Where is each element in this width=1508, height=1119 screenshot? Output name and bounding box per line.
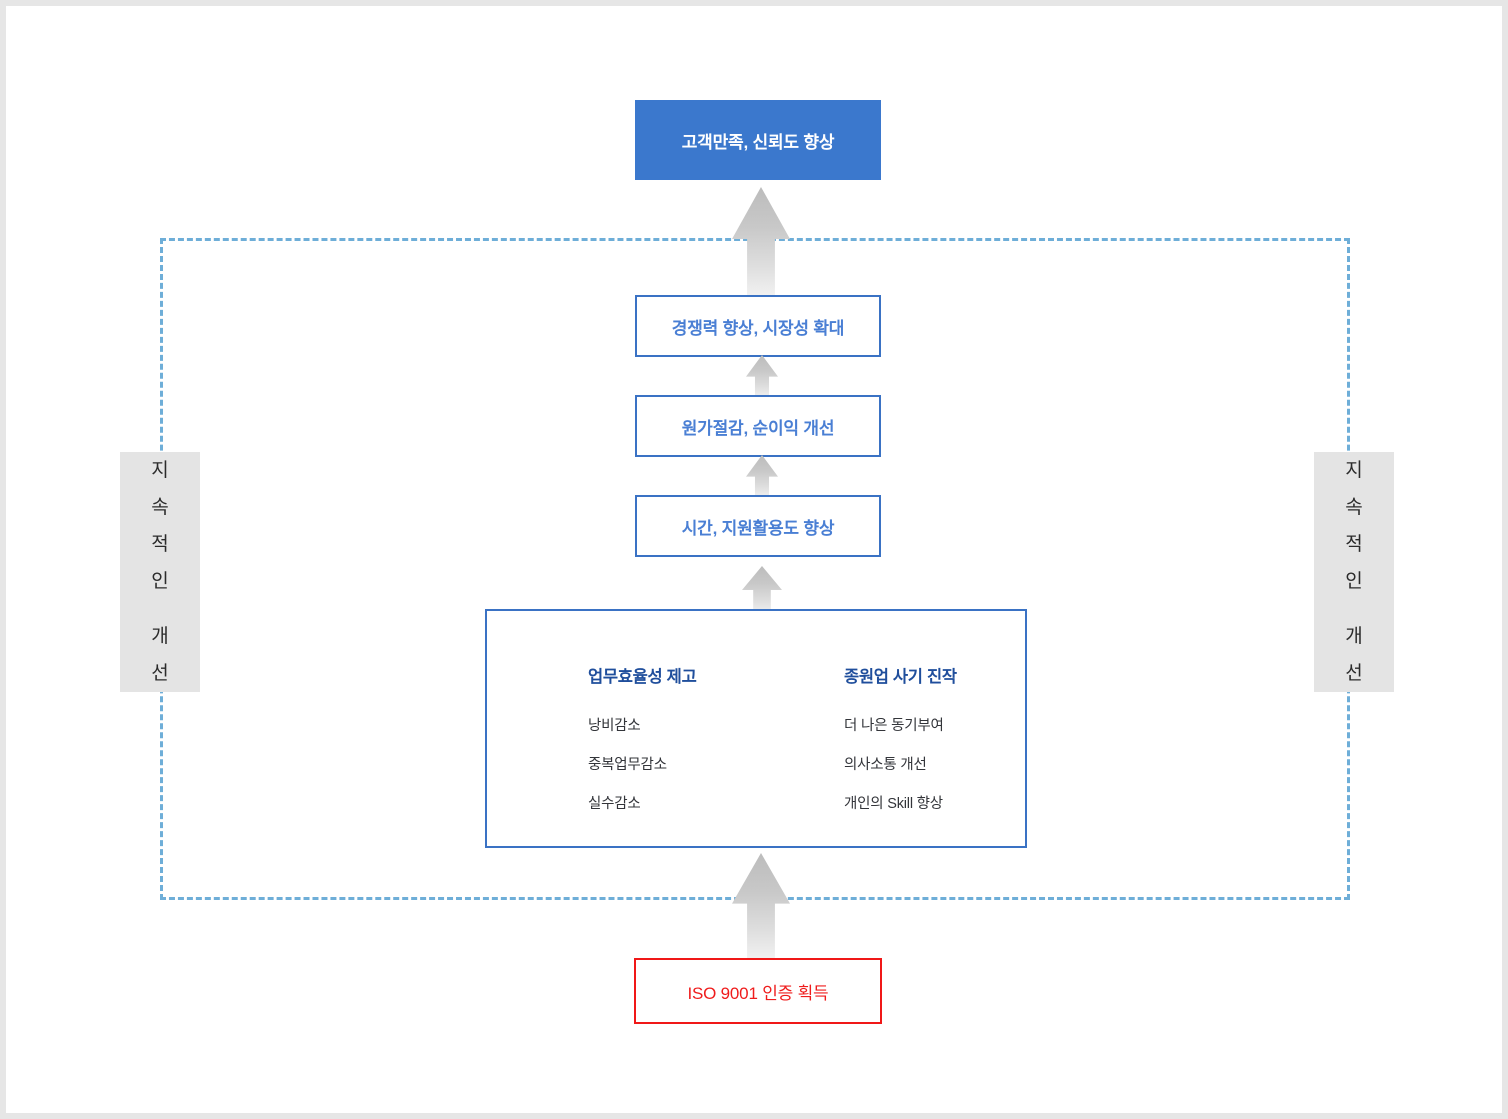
side-label-char: 선 <box>151 663 169 684</box>
side-label-char: 적 <box>151 534 169 555</box>
benefits-column-heading: 종원업 사기 진작 <box>844 668 957 686</box>
benefits-item: 개인의 Skill 향상 <box>844 796 943 812</box>
level-box-time-resource: 시간, 지원활용도 향상 <box>635 495 881 557</box>
benefits-column-morale: 종원업 사기 진작 더 나은 동기부여 의사소통 개선 개인의 Skill 향상 <box>844 663 994 813</box>
side-label-char: 개 <box>151 626 169 647</box>
benefits-column-efficiency: 업무효율성 제고 낭비감소 중복업무감소 실수감소 <box>588 663 738 813</box>
side-label-char: 속 <box>1345 497 1363 518</box>
benefits-item: 더 나은 동기부여 <box>844 718 944 734</box>
foundation-box-iso-certification: ISO 9001 인증 획득 <box>634 958 882 1024</box>
benefits-item: 낭비감소 <box>588 718 641 734</box>
level-box-cost-reduction: 원가절감, 순이익 개선 <box>635 395 881 457</box>
benefits-item: 실수감소 <box>588 796 641 812</box>
side-label-char: 지 <box>1345 460 1363 481</box>
benefits-columns: 업무효율성 제고 낭비감소 중복업무감소 실수감소 종원업 사기 진작 더 나은… <box>588 663 994 813</box>
side-label-char: 개 <box>1345 626 1363 647</box>
side-label-char: 적 <box>1345 534 1363 555</box>
side-label-char: 인 <box>1345 571 1363 592</box>
benefits-column-heading: 업무효율성 제고 <box>588 668 697 686</box>
benefits-item: 중복업무감소 <box>588 757 667 773</box>
side-label-char: 인 <box>151 571 169 592</box>
diagram-canvas: 고객만족, 신뢰도 향상 경쟁력 향상, 시장성 확대 원가절감, 순이익 개선… <box>6 6 1502 1113</box>
side-label-char: 지 <box>151 460 169 481</box>
outcome-box-customer-satisfaction: 고객만족, 신뢰도 향상 <box>635 100 881 180</box>
level-box-competitiveness: 경쟁력 향상, 시장성 확대 <box>635 295 881 357</box>
benefits-item: 의사소통 개선 <box>844 757 927 773</box>
side-label-left-continuous-improvement: 지 속 적 인 개 선 <box>120 452 200 692</box>
side-label-char: 속 <box>151 497 169 518</box>
side-label-right-continuous-improvement: 지 속 적 인 개 선 <box>1314 452 1394 692</box>
benefits-panel: 업무효율성 제고 낭비감소 중복업무감소 실수감소 종원업 사기 진작 더 나은… <box>485 609 1027 848</box>
side-label-char: 선 <box>1345 663 1363 684</box>
